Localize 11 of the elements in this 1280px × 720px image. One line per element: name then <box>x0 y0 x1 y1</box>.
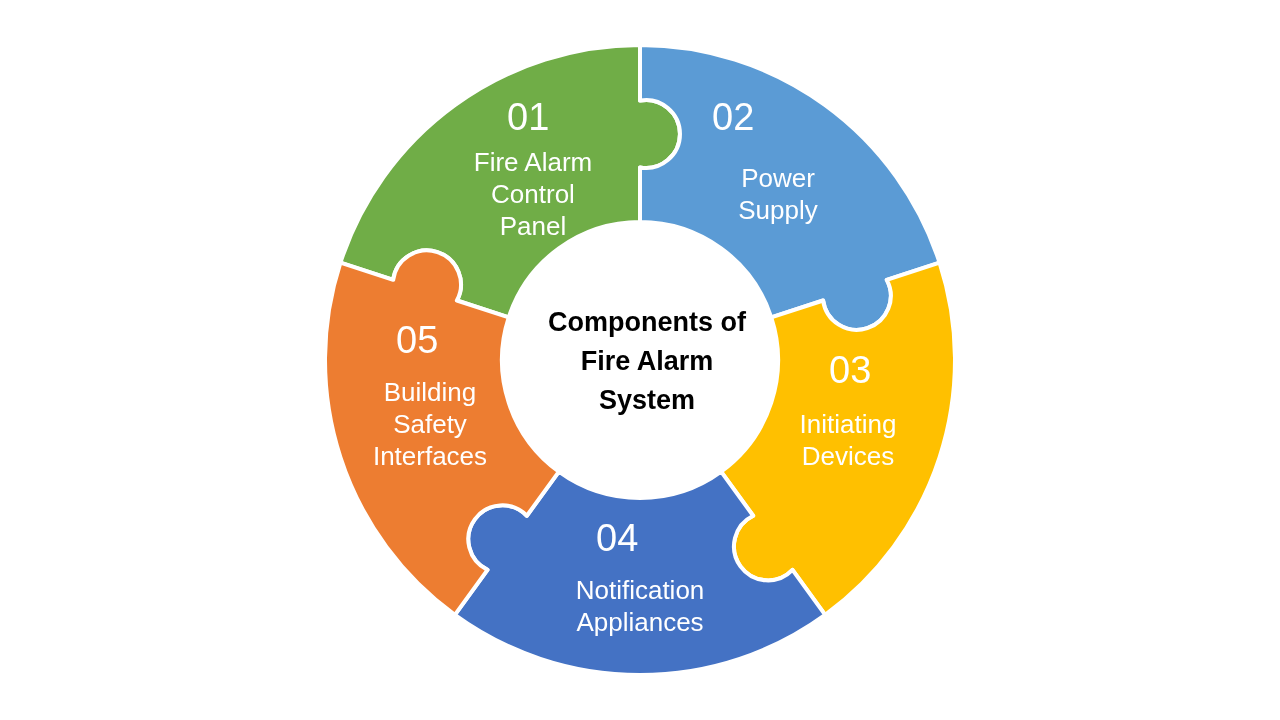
step-label: Notification Appliances <box>574 574 706 638</box>
step-label: Building Safety Interfaces <box>371 376 489 472</box>
step-number: 02 <box>712 96 755 138</box>
step-number: 05 <box>396 319 439 361</box>
step-number: 01 <box>507 96 550 138</box>
step-label: Initiating Devices <box>798 408 898 472</box>
step-label: Fire Alarm Control Panel <box>472 146 594 242</box>
step-number: 03 <box>829 349 872 391</box>
diagram-title: Components of Fire Alarm System <box>547 305 747 417</box>
step-label: Power Supply <box>737 162 819 226</box>
step-number: 04 <box>596 517 639 559</box>
